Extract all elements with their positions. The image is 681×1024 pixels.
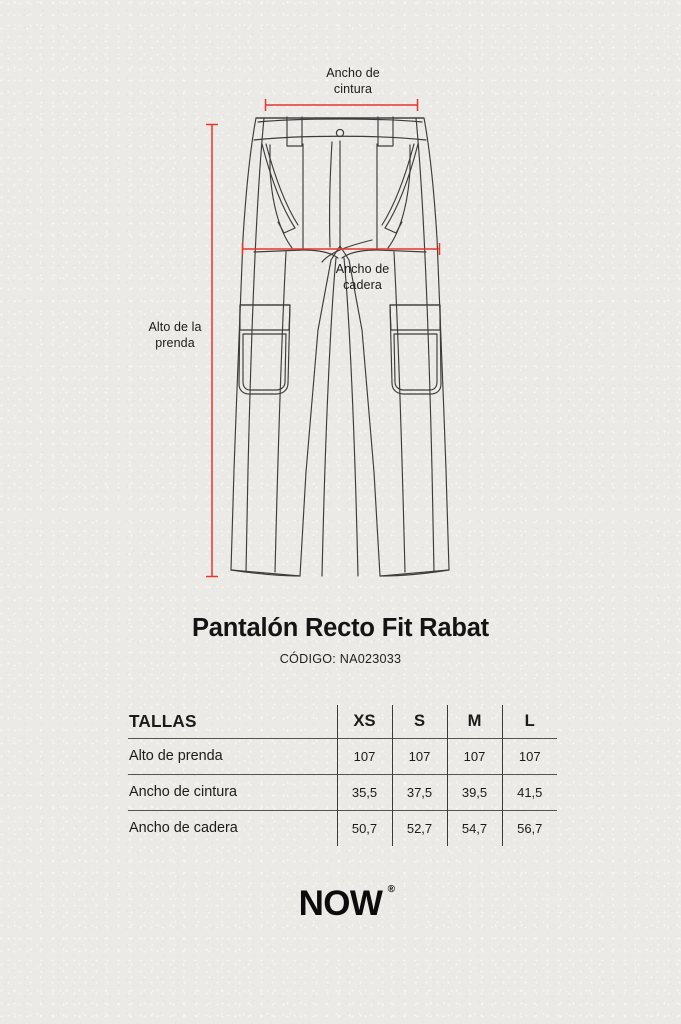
size-column-header-l: L — [501, 705, 557, 738]
cell-ancho-de-cadera-m: 54,7 — [446, 810, 502, 846]
cell-ancho-de-cintura-xs: 35,5 — [336, 774, 392, 810]
table-row: Alto de prenda 107 107 107 107 — [128, 738, 557, 774]
size-column-header-m: M — [446, 705, 502, 738]
measurement-label-ancho-de-cintura: Ancho de cintura — [129, 784, 238, 800]
cell-ancho-de-cadera-xs: 50,7 — [336, 810, 392, 846]
table-row: Ancho de cintura 35,5 37,5 39,5 41,5 — [128, 774, 557, 810]
cell-alto-de-prenda-l: 107 — [501, 738, 557, 774]
annotation-garment-length: Alto de la prenda — [148, 320, 202, 350]
cell-ancho-de-cintura-m: 39,5 — [446, 774, 502, 810]
size-table-head: TALLAS XS S M L — [128, 705, 557, 738]
cell-alto-de-prenda-s: 107 — [391, 738, 447, 774]
size-table-body: Alto de prenda 107 107 107 107 Ancho de … — [128, 738, 557, 846]
annotation-waist-width: Ancho de cintura — [326, 66, 380, 96]
cell-alto-de-prenda-m: 107 — [446, 738, 502, 774]
cell-ancho-de-cadera-s: 52,7 — [391, 810, 447, 846]
size-column-header-s: S — [391, 705, 447, 738]
cell-ancho-de-cintura-s: 37,5 — [391, 774, 447, 810]
brand-block: NOW ® — [0, 884, 681, 924]
cell-alto-de-prenda-xs: 107 — [336, 738, 392, 774]
size-table-row-header: TALLAS — [129, 710, 197, 731]
brand-logo: NOW ® — [298, 884, 395, 924]
brand-name: NOW — [298, 884, 383, 923]
cell-ancho-de-cintura-l: 41,5 — [501, 774, 557, 810]
size-column-header-xs: XS — [336, 705, 392, 738]
product-title-block: Pantalón Recto Fit Rabat CÓDIGO: NA02303… — [0, 614, 681, 666]
product-title: Pantalón Recto Fit Rabat — [192, 614, 489, 642]
measurement-label-alto-de-prenda: Alto de prenda — [129, 748, 223, 764]
size-table: TALLAS XS S M L Alto de prenda 107 107 1… — [128, 705, 557, 846]
measurement-label-ancho-de-cadera: Ancho de cadera — [129, 820, 238, 837]
size-table-header-row: TALLAS XS S M L — [128, 705, 557, 738]
annotation-hip-width: Ancho de cadera — [335, 262, 390, 292]
cell-ancho-de-cadera-l: 56,7 — [501, 810, 557, 846]
registered-trademark-icon: ® — [387, 884, 395, 895]
table-row: Ancho de cadera 50,7 52,7 54,7 56,7 — [128, 810, 557, 846]
product-code: CÓDIGO: NA023033 — [279, 652, 402, 666]
garment-technical-drawing: Ancho de cintura Ancho de cadera Alto de… — [148, 66, 450, 578]
